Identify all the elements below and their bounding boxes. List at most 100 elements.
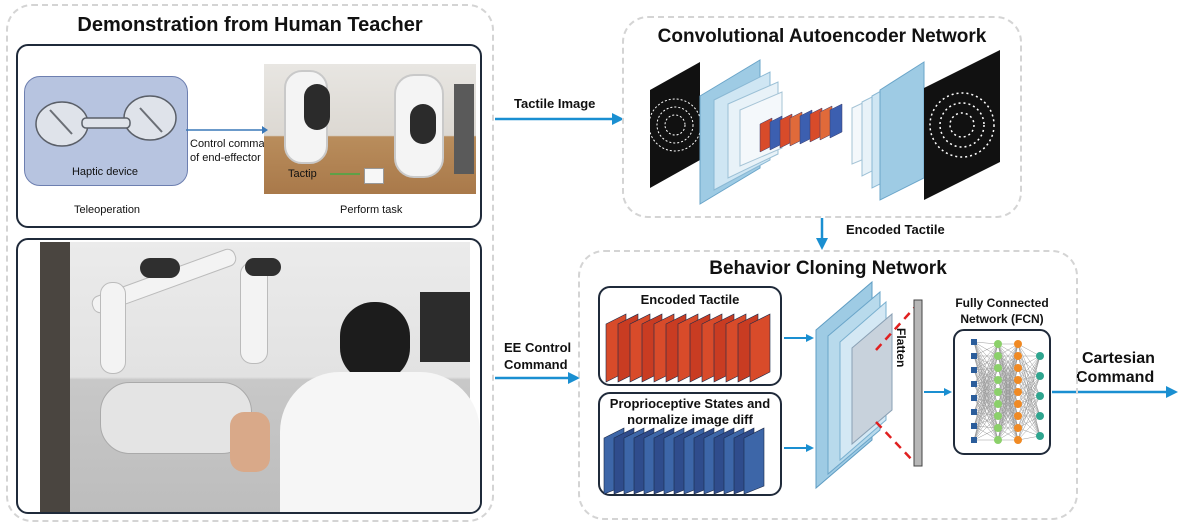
encoded-tactile-maps [605, 313, 771, 383]
fcn-edge [973, 341, 999, 369]
fcn-node [994, 376, 1002, 384]
fcn-node [971, 437, 977, 443]
proprio-line1: Proprioceptive States and [609, 396, 771, 411]
fcn-node [1014, 388, 1022, 396]
proprio-feature-map [743, 427, 765, 495]
fcn-edge [1017, 375, 1041, 429]
demo-title: Demonstration from Human Teacher [77, 14, 423, 36]
fcn-edge [1017, 379, 1041, 397]
fcn-edge [973, 391, 999, 413]
cartesian-line2: Command [1076, 369, 1155, 386]
proprio-line2: normalize image diff [627, 412, 753, 427]
flatten-label: Flatten [894, 328, 908, 368]
fcn-edge [973, 341, 999, 417]
fcn-edge [1017, 375, 1041, 417]
demo-panel [6, 4, 494, 522]
teleop-box [16, 44, 482, 228]
fcn-edge [973, 397, 999, 405]
fcn-edge [997, 343, 1019, 393]
fcn-edge [997, 415, 1019, 441]
fcn-edge [973, 403, 999, 427]
fcn-edge [973, 403, 999, 441]
fcn-edge [1017, 355, 1041, 393]
fcn-edge [997, 343, 1019, 369]
fcn-node [994, 340, 1002, 348]
fcn-edge [973, 341, 999, 357]
fcn-edge [973, 355, 999, 405]
fcn-edge [973, 341, 999, 393]
fcn-edge [973, 355, 999, 399]
fcn-node [1036, 372, 1044, 380]
fcn-edge [973, 343, 999, 371]
fcn-edge [973, 391, 999, 441]
fcn-edge [973, 403, 999, 413]
fcn-node [994, 400, 1002, 408]
fcn-edge [1017, 355, 1041, 377]
fcn-edge [973, 343, 999, 441]
fcn-edge [1017, 395, 1041, 429]
fcn-edge [973, 367, 999, 413]
fcn-edge [973, 369, 999, 405]
fcn-node [971, 353, 977, 359]
fcn-node [994, 364, 1002, 372]
fcn-edge [973, 355, 999, 441]
fcn-edge [1017, 355, 1041, 381]
fcn-node [1036, 392, 1044, 400]
fcn-edge [1017, 395, 1041, 441]
cnn-layer-4 [851, 312, 893, 446]
perform-task-label: Perform task [340, 204, 403, 216]
cartesian-line1: Cartesian [1082, 350, 1155, 367]
autoencoder-title: Convolutional Autoencoder Network [657, 26, 987, 47]
fcn-edge [973, 369, 999, 441]
control-command-line1: Control command [190, 138, 277, 150]
fcn-node [1014, 412, 1022, 420]
bc-title: Behavior Cloning Network [709, 258, 947, 279]
bc-panel [578, 250, 1078, 520]
fcn-edge [1017, 343, 1041, 357]
fcn-edge [973, 355, 999, 413]
fcn-edge [973, 341, 999, 345]
proprio-box [598, 392, 782, 496]
fcn-edge [1017, 367, 1041, 397]
haptic-device-label: Haptic device [71, 166, 139, 178]
fcn-edge [973, 343, 999, 427]
fcn-edge [973, 369, 999, 393]
fcn-node [1014, 340, 1022, 348]
fcn-edge [973, 355, 999, 393]
fcn-edge [997, 343, 1019, 381]
tactip-label: Tactip [288, 168, 317, 180]
encoded-tactile-arrow-label: Encoded Tactile [846, 222, 945, 237]
fcn-node [1014, 364, 1022, 372]
fcn-edge [973, 355, 999, 381]
fcn-node [994, 388, 1002, 396]
encoded-tactile-box-label: Encoded Tactile [640, 292, 740, 307]
fcn-edge [1017, 395, 1041, 417]
fcn-edge [1017, 375, 1041, 393]
fcn-edge [973, 383, 999, 405]
fcn-edge [973, 343, 999, 357]
fcn-node [994, 412, 1002, 420]
fcn-edge [1017, 355, 1041, 441]
tactile-feature-map [749, 313, 771, 383]
fcn-edge [973, 379, 999, 413]
fcn-edge [997, 343, 1019, 441]
fcn-node [971, 367, 977, 373]
fcn-nodes [971, 339, 1044, 444]
fcn-node [971, 339, 977, 345]
fcn-edge [1017, 355, 1041, 369]
autoencoder-panel [622, 16, 1022, 218]
teleoperation-label: Teleoperation [74, 204, 141, 216]
fcn-edge [1017, 355, 1041, 397]
fcn-edge [973, 379, 999, 427]
fcn-edge [973, 367, 999, 399]
fcn-edge [973, 415, 999, 441]
fcn-node [971, 409, 977, 415]
fcn-edge [973, 379, 999, 441]
fcn-edge [1017, 375, 1041, 405]
fcn-edge [973, 391, 999, 427]
fcn-edge [973, 379, 999, 399]
fcn-node [994, 352, 1002, 360]
fcn-node [1036, 432, 1044, 440]
